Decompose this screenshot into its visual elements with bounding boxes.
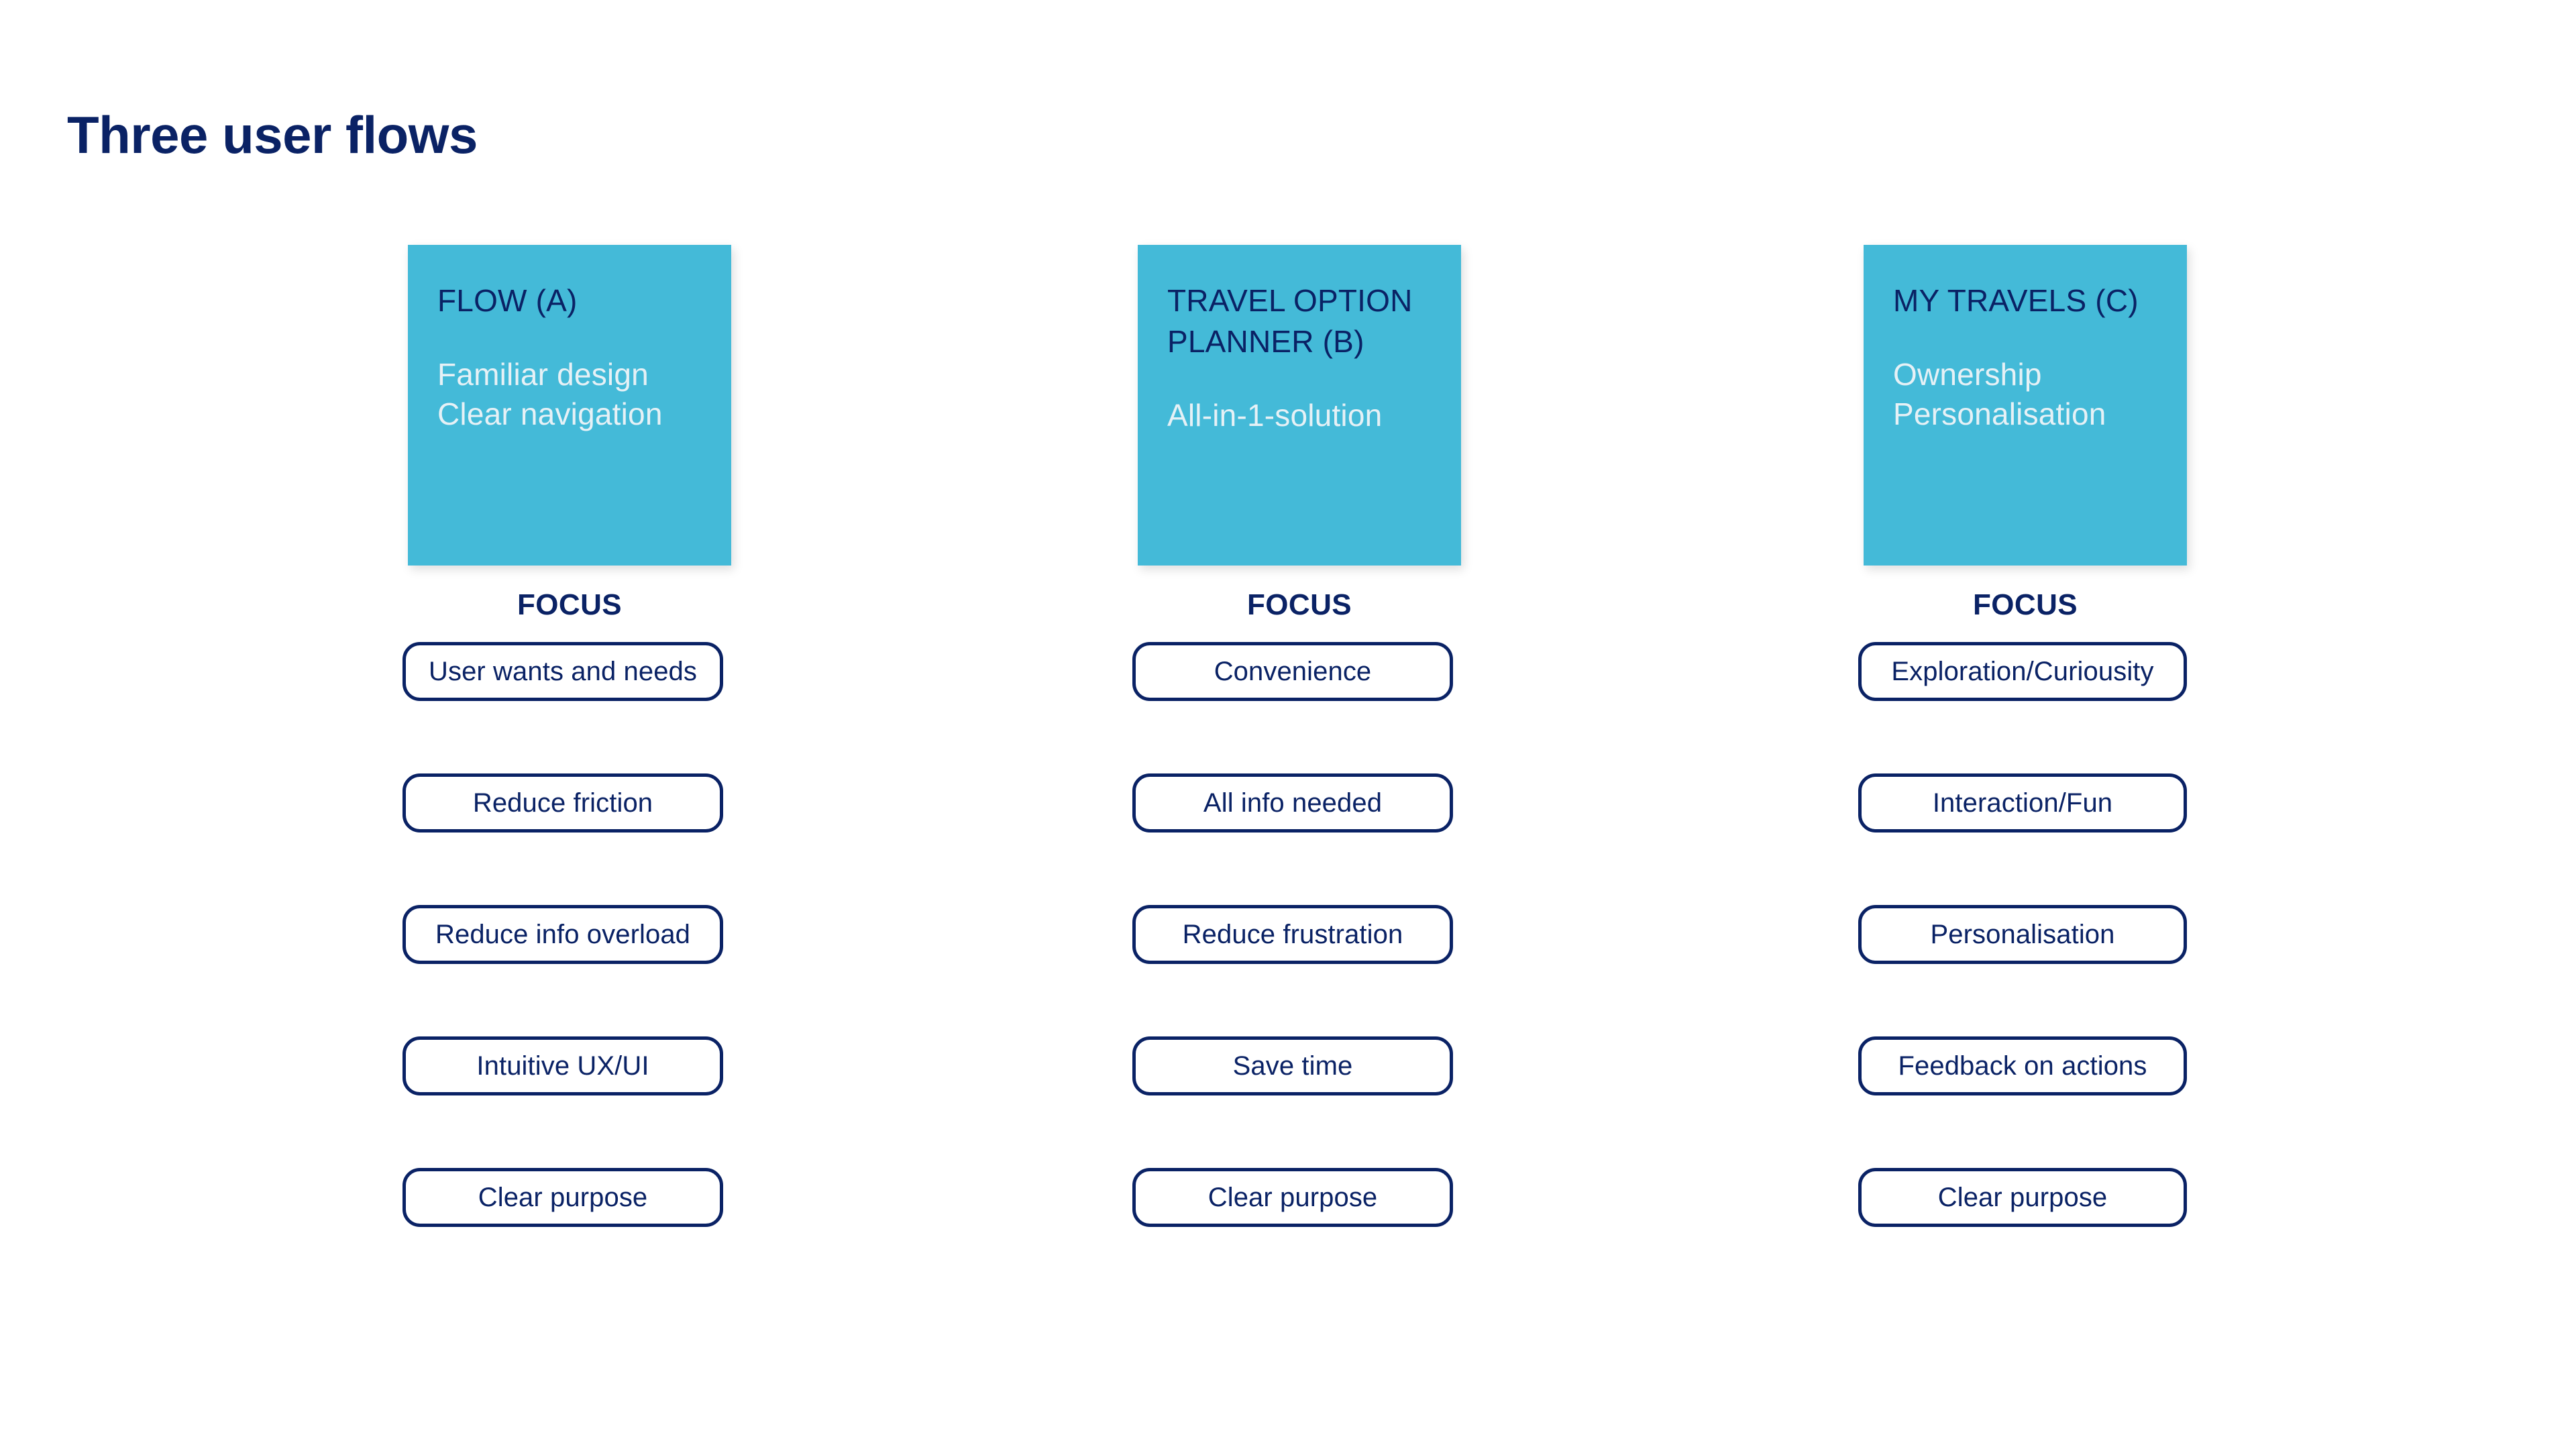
focus-pill-label: Clear purpose — [478, 1183, 648, 1212]
flow-card-title-line: MY TRAVELS (C) — [1893, 283, 2139, 318]
flow-card-a: FLOW (A) Familiar design Clear navigatio… — [408, 245, 731, 566]
flow-card-title-line: TRAVEL OPTION — [1167, 283, 1413, 318]
focus-pill[interactable]: Reduce info overload — [402, 905, 723, 964]
flow-card-title-a: FLOW (A) — [437, 280, 702, 321]
flow-card-c: MY TRAVELS (C) Ownership Personalisation — [1864, 245, 2187, 566]
focus-pill[interactable]: Interaction/Fun — [1858, 773, 2187, 833]
focus-pill-list-a: User wants and needs Reduce friction Red… — [402, 642, 731, 1227]
focus-pill[interactable]: Feedback on actions — [1858, 1036, 2187, 1095]
focus-pill-label: Reduce friction — [472, 788, 653, 818]
focus-pill-label: Reduce frustration — [1182, 920, 1403, 949]
flow-card-title-line: FLOW (A) — [437, 283, 578, 318]
focus-pill[interactable]: Reduce frustration — [1132, 905, 1453, 964]
flow-card-title-b: TRAVEL OPTION PLANNER (B) — [1167, 280, 1432, 362]
focus-pill[interactable]: Intuitive UX/UI — [402, 1036, 723, 1095]
focus-pill[interactable]: Clear purpose — [402, 1168, 723, 1227]
focus-pill-label: Clear purpose — [1937, 1183, 2108, 1212]
focus-pill-label: User wants and needs — [428, 657, 697, 686]
focus-pill-label: Feedback on actions — [1898, 1051, 2147, 1081]
focus-pill[interactable]: Exploration/Curiousity — [1858, 642, 2187, 701]
focus-pill-label: Personalisation — [1930, 920, 2115, 949]
focus-pill-list-c: Exploration/Curiousity Interaction/Fun P… — [1858, 642, 2187, 1227]
focus-pill-label: Interaction/Fun — [1932, 788, 2113, 818]
flow-card-title-c: MY TRAVELS (C) — [1893, 280, 2157, 321]
focus-pill[interactable]: Save time — [1132, 1036, 1453, 1095]
page-title: Three user flows — [67, 105, 478, 165]
flow-card-desc-line: Familiar design — [437, 357, 649, 392]
flow-card-description-b: All-in-1-solution — [1167, 396, 1432, 435]
flow-card-title-line: PLANNER (B) — [1167, 324, 1364, 360]
focus-pill[interactable]: Clear purpose — [1858, 1168, 2187, 1227]
focus-pill-label: Intuitive UX/UI — [476, 1051, 649, 1081]
flow-column-a: FLOW (A) Familiar design Clear navigatio… — [402, 245, 731, 1227]
flow-card-description-a: Familiar design Clear navigation — [437, 355, 702, 434]
flow-card-description-c: Ownership Personalisation — [1893, 355, 2157, 434]
flow-column-b: TRAVEL OPTION PLANNER (B) All-in-1-solut… — [1132, 245, 1461, 1227]
focus-pill-label: Save time — [1232, 1051, 1353, 1081]
focus-pill-label: Reduce info overload — [435, 920, 691, 949]
focus-pill[interactable]: All info needed — [1132, 773, 1453, 833]
flow-card-desc-line: Personalisation — [1893, 396, 2106, 432]
focus-pill[interactable]: Personalisation — [1858, 905, 2187, 964]
focus-pill-list-b: Convenience All info needed Reduce frust… — [1132, 642, 1461, 1227]
focus-pill[interactable]: Convenience — [1132, 642, 1453, 701]
focus-label-a: FOCUS — [517, 588, 622, 621]
focus-pill-label: Exploration/Curiousity — [1891, 657, 2154, 686]
focus-pill[interactable]: Clear purpose — [1132, 1168, 1453, 1227]
flow-columns-container: FLOW (A) Familiar design Clear navigatio… — [0, 245, 2576, 1318]
focus-pill[interactable]: Reduce friction — [402, 773, 723, 833]
flow-card-desc-line: Clear navigation — [437, 396, 663, 432]
flow-card-desc-line: All-in-1-solution — [1167, 398, 1383, 433]
focus-pill-label: All info needed — [1203, 788, 1383, 818]
focus-pill[interactable]: User wants and needs — [402, 642, 723, 701]
focus-label-c: FOCUS — [1973, 588, 2078, 621]
flow-card-desc-line: Ownership — [1893, 357, 2042, 392]
flow-card-b: TRAVEL OPTION PLANNER (B) All-in-1-solut… — [1138, 245, 1461, 566]
flow-column-c: MY TRAVELS (C) Ownership Personalisation… — [1858, 245, 2187, 1227]
focus-label-b: FOCUS — [1247, 588, 1352, 621]
focus-pill-label: Convenience — [1214, 657, 1372, 686]
focus-pill-label: Clear purpose — [1208, 1183, 1378, 1212]
